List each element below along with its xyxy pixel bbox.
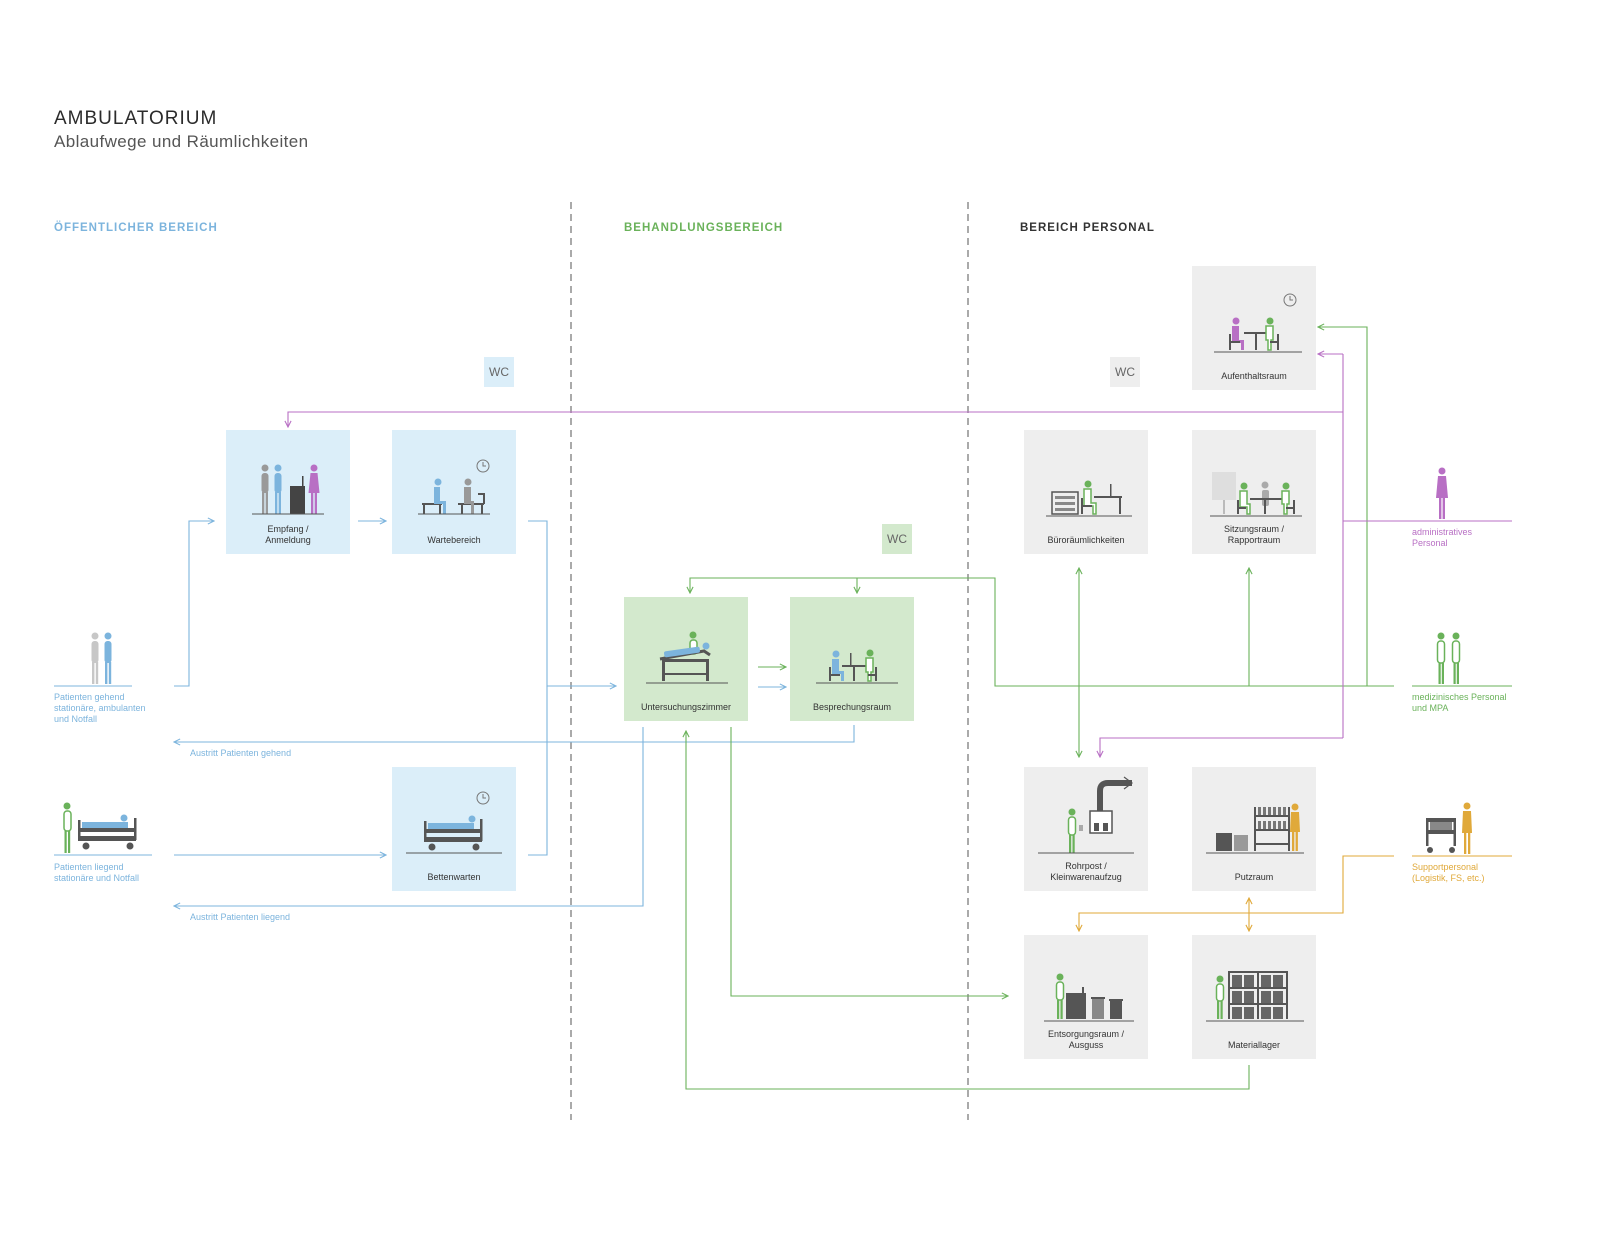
room-aufenthalt: Aufenthaltsraum	[1192, 266, 1316, 390]
actor-support-icon	[1426, 802, 1472, 854]
flow-betten-to-junction	[528, 686, 548, 856]
room-label-untersuchung: Untersuchungszimmer	[640, 702, 732, 712]
room-label-empfang: Empfang / Anmeldung	[265, 524, 311, 545]
page-subtitle: Ablaufwege und Räumlichkeiten	[54, 132, 309, 151]
pneumatic-tube-icon	[1038, 776, 1134, 854]
actor-patients-lying-icon	[63, 802, 137, 853]
waiting-area-icon	[418, 459, 490, 515]
consultation-icon	[816, 649, 898, 684]
room-rohrpost: Rohrpost / Kleinwarenaufzug	[1024, 767, 1148, 891]
actor-admin-icon	[1436, 467, 1448, 519]
meeting-room-icon	[1210, 472, 1302, 517]
flow-med-main	[690, 577, 1394, 687]
flow-label-austritt-liegend: Austritt Patienten liegend	[190, 912, 291, 922]
room-label-wartebereich: Wartebereich	[427, 535, 481, 545]
actor-label-patients-lying: Patienten liegend stationäre und Notfall	[54, 862, 140, 883]
flow-austritt-gehend	[174, 725, 855, 742]
section-staff: BEREICH PERSONAL	[1020, 222, 1155, 234]
flow-warte-to-untersuchung	[528, 520, 616, 686]
room-label-entsorgung: Entsorgungsraum / Ausguss	[1047, 1029, 1125, 1050]
room-besprechung: Besprechungsraum	[790, 597, 914, 721]
room-label-putzraum: Putzraum	[1234, 872, 1274, 882]
flow-admin-to-rohrpost	[1100, 737, 1343, 757]
flow-support-main	[1079, 855, 1394, 931]
disposal-bins-icon	[1044, 973, 1134, 1022]
cleaning-cart-icon	[1206, 803, 1304, 854]
storage-shelf-icon	[1206, 971, 1304, 1022]
bed-icon	[406, 791, 502, 854]
room-untersuchung: Untersuchungszimmer	[624, 597, 748, 721]
room-label-rohrpost: Rohrpost / Kleinwarenaufzug	[1050, 861, 1122, 882]
room-label-sitzung: Sitzungsraum / Rapportraum	[1223, 524, 1285, 545]
room-sitzung: Sitzungsraum / Rapportraum	[1192, 430, 1316, 554]
exam-table-icon	[646, 631, 728, 684]
flow-label-austritt-gehend: Austritt Patienten gehend	[190, 748, 292, 758]
actor-medical-staff-icon	[1436, 632, 1461, 684]
room-label-bettenwarten: Bettenwarten	[427, 872, 481, 882]
actor-label-patients-walking: Patienten gehend stationäre, ambulanten …	[54, 692, 146, 724]
flow-med-to-aufenthalt	[1318, 327, 1368, 686]
actor-label-medical: medizinisches Personal und MPA	[1412, 692, 1507, 713]
office-icon	[1046, 480, 1132, 517]
flow-gehend-to-empfang	[174, 521, 214, 687]
room-entsorgung: Entsorgungsraum / Ausguss	[1024, 935, 1148, 1059]
room-bettenwarten: Bettenwarten	[392, 767, 516, 891]
room-wartebereich: Wartebereich	[392, 430, 516, 554]
actor-label-admin: administratives Personal	[1412, 527, 1473, 548]
flow-unt-to-entsorgung	[730, 727, 1008, 996]
page-title: AMBULATORIUM	[54, 108, 218, 129]
room-label-materiallager: Materiallager	[1227, 1040, 1281, 1050]
section-public: ÖFFENTLICHER BEREICH	[54, 222, 218, 234]
room-empfang: Empfang / Anmeldung	[226, 430, 350, 554]
room-putzraum: Putzraum	[1192, 767, 1316, 891]
section-treatment: BEHANDLUNGSBEREICH	[624, 222, 784, 234]
actor-label-support: Supportpersonal (Logistik, FS, etc.)	[1412, 862, 1485, 883]
flow-austritt-liegend	[174, 727, 644, 906]
room-label-besprechung: Besprechungsraum	[812, 702, 892, 712]
wc-public: WC	[484, 357, 514, 387]
flow-material-to-unt	[686, 731, 1250, 1090]
room-label-aufenthalt: Aufenthaltsraum	[1221, 371, 1287, 381]
lounge-icon	[1214, 293, 1302, 353]
room-buero: Büroräumlichkeiten	[1024, 430, 1148, 554]
reception-icon	[252, 464, 324, 515]
wc-staff: WC	[1110, 357, 1140, 387]
room-materiallager: Materiallager	[1192, 935, 1316, 1059]
flow-admin-to-empfang	[288, 411, 1343, 427]
room-label-buero: Büroräumlichkeiten	[1047, 535, 1125, 545]
wc-treatment: WC	[882, 524, 912, 554]
actor-patients-walking-icon	[91, 632, 112, 684]
